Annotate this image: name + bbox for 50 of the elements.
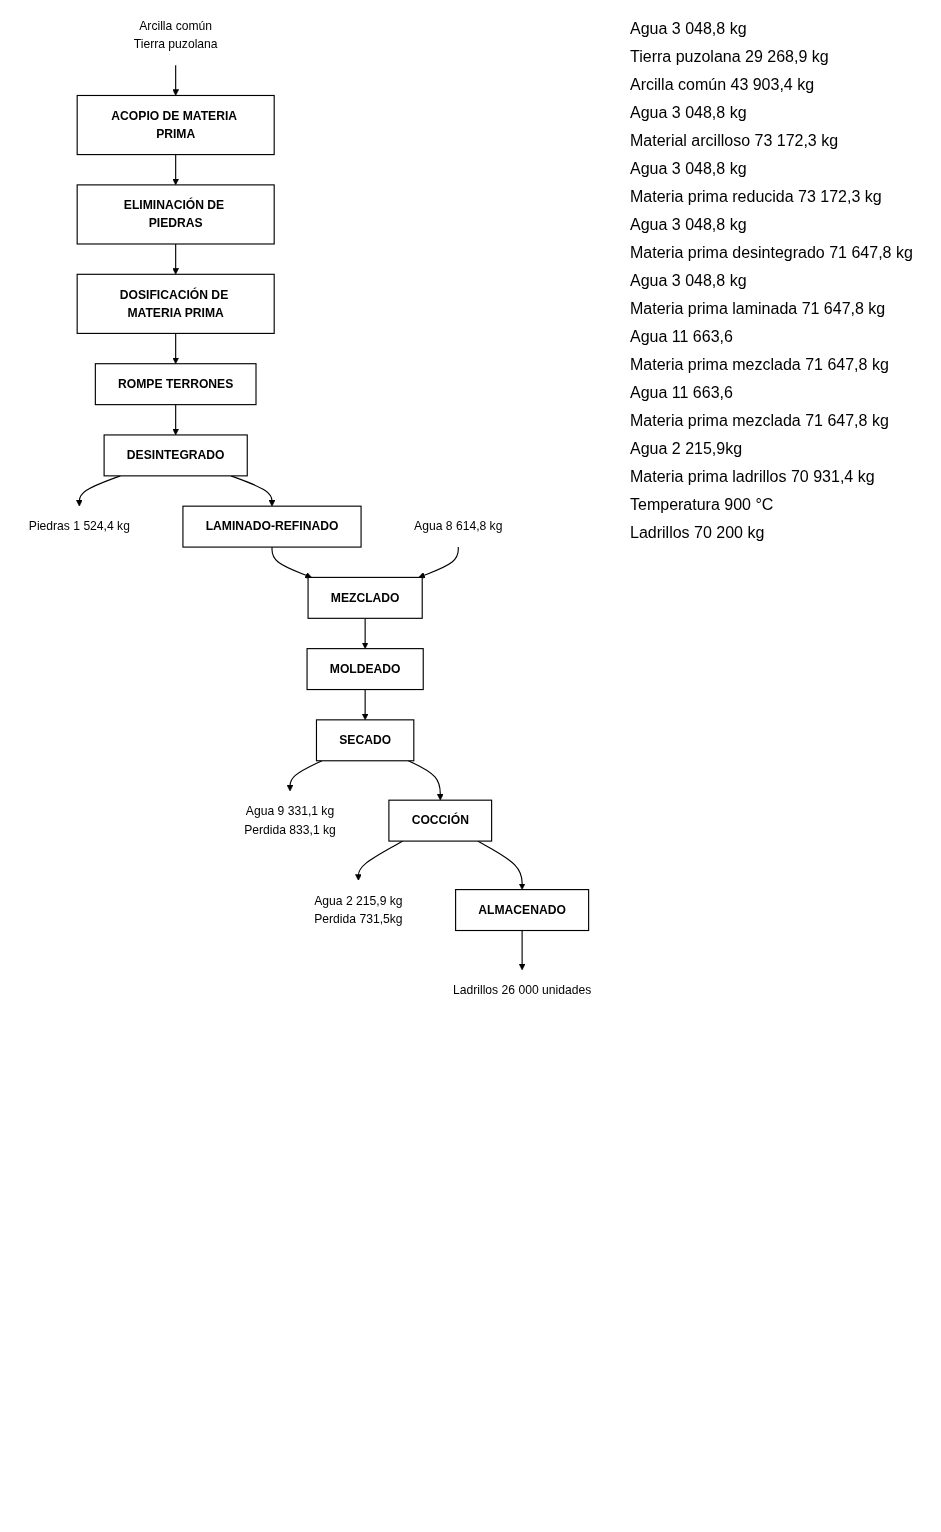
flow-quantity-label: Materia prima reducida 73 172,3 kg (630, 188, 883, 206)
flow-quantity-label: Agua 11 663,6 (630, 328, 734, 346)
flow-quantity-label: Agua 11 663,6 (630, 384, 734, 402)
flow-quantity-label: Materia prima desintegrado 71 647,8 kg (630, 244, 914, 262)
arrow (172, 64, 179, 96)
flow-quantity-label: Arcilla común 43 903,4 kg (630, 76, 816, 94)
arrow (172, 404, 179, 436)
node-box: MEZCLADO (307, 576, 423, 619)
node-box: ELIMINACIÓN DE PIEDRAS (76, 184, 275, 245)
flow-quantity-label: Agua 2 215,9kg (630, 440, 744, 458)
node-box: COCCIÓN (388, 799, 493, 842)
arrow (172, 332, 179, 364)
flow-quantity-label: Temperatura 900 °C (630, 496, 775, 514)
arrow (355, 840, 404, 881)
arrow (172, 154, 179, 186)
flow-quantity-label: Ladrillos 70 200 kg (630, 524, 766, 542)
node-box: DOSIFICACIÓN DE MATERIA PRIMA (76, 273, 275, 334)
flow-quantity-label: Agua 3 048,8 kg (630, 104, 748, 122)
node-text: Piedras 1 524,4 kg (28, 519, 130, 533)
arrow (172, 243, 179, 275)
arrow (286, 760, 323, 792)
node-box: SECADO (315, 719, 415, 762)
arrow (361, 688, 369, 721)
node-text: Arcilla común Tierra puzolana (133, 19, 218, 51)
flow-quantity-label: Material arcilloso 73 172,3 kg (630, 132, 840, 150)
flow-quantity-label: Materia prima ladrillos 70 931,4 kg (630, 468, 876, 486)
flow-quantity-label: Agua 3 048,8 kg (630, 272, 748, 290)
node-box: MOLDEADO (306, 648, 424, 691)
arrow (518, 929, 526, 971)
node-box: DESINTEGRADO (103, 434, 248, 477)
flow-quantity-label: Tierra puzolana 29 268,9 kg (630, 48, 830, 66)
flow-quantity-label: Agua 3 048,8 kg (630, 160, 748, 178)
node-text: Agua 9 331,1 kg Perdida 833,1 kg (244, 804, 336, 836)
node-box: ACOPIO DE MATERIA PRIMA (76, 94, 275, 156)
arrow (418, 546, 459, 579)
arrow (271, 546, 312, 579)
arrow (361, 617, 369, 649)
node-box: ROMPE TERRONES (94, 363, 257, 406)
node-box: LAMINADO-REFINADO (182, 505, 362, 548)
flow-quantity-label: Agua 3 048,8 kg (630, 20, 748, 38)
flow-quantity-label: Materia prima mezclada 71 647,8 kg (630, 356, 890, 374)
node-box: ALMACENADO (455, 889, 590, 932)
flow-quantity-label: Materia prima laminada 71 647,8 kg (630, 300, 887, 318)
node-text: Ladrillos 26 000 unidades (453, 983, 592, 997)
arrow (407, 760, 444, 801)
flow-quantity-label: Agua 3 048,8 kg (630, 216, 748, 234)
node-text: Agua 2 215,9 kg Perdida 731,5kg (314, 894, 403, 926)
node-text: Agua 8 614,8 kg (414, 519, 503, 533)
arrow (477, 840, 526, 890)
flow-quantity-label: Materia prima mezclada 71 647,8 kg (630, 412, 890, 430)
